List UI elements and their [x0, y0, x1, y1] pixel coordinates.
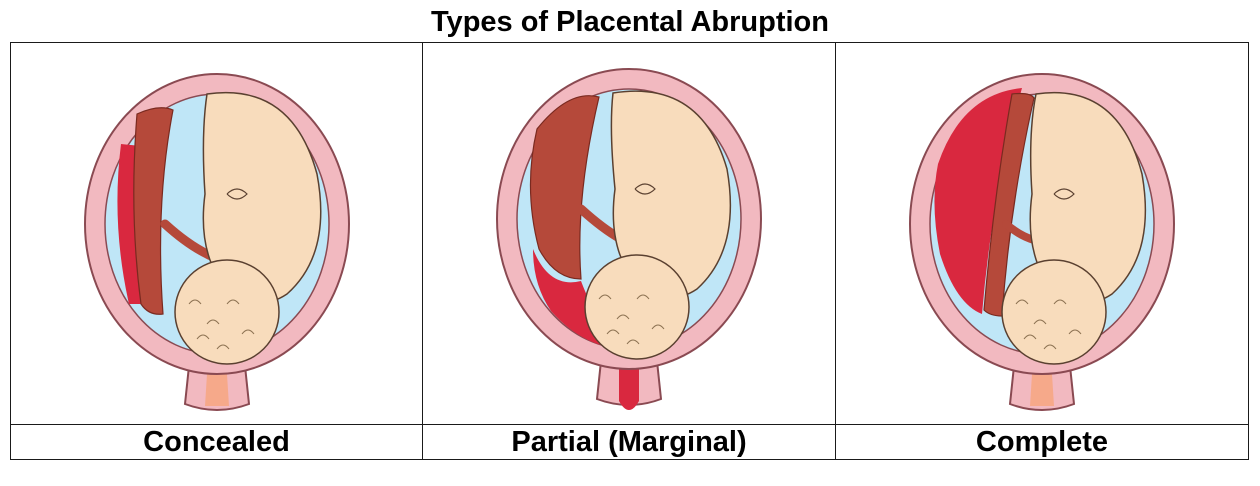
fetus-head — [1001, 258, 1107, 365]
fetus-hand — [226, 187, 248, 200]
placenta — [132, 106, 174, 315]
fetus-hand — [1053, 187, 1075, 200]
panel-concealed-illustration — [11, 43, 423, 425]
panel-partial-illustration — [423, 43, 836, 425]
abruption-table: Concealed Partial (Marginal) Complete — [10, 42, 1249, 460]
fetus-hair — [1015, 299, 1082, 349]
placenta — [529, 94, 600, 280]
label-concealed: Concealed — [11, 425, 423, 459]
cervical-canal — [1030, 373, 1054, 406]
complete-hemorrhage — [934, 87, 1022, 314]
fetus-hair — [598, 294, 665, 344]
fetus-hand — [634, 182, 656, 195]
figure-title: Types of Placental Abruption — [431, 6, 829, 38]
fetus-hair — [188, 299, 254, 349]
cervical-canal — [204, 373, 229, 406]
uterus-partial-illustration — [496, 67, 762, 410]
fetus-head — [173, 258, 280, 365]
panel-complete-illustration — [836, 43, 1248, 425]
fetus-head — [584, 253, 690, 360]
label-complete: Complete — [975, 425, 1109, 458]
uterus-concealed-illustration — [83, 72, 350, 411]
uterus-complete-illustration — [909, 72, 1175, 411]
label-partial-marginal: Partial (Marginal) — [423, 425, 836, 459]
marginal-hemorrhage — [533, 248, 627, 349]
